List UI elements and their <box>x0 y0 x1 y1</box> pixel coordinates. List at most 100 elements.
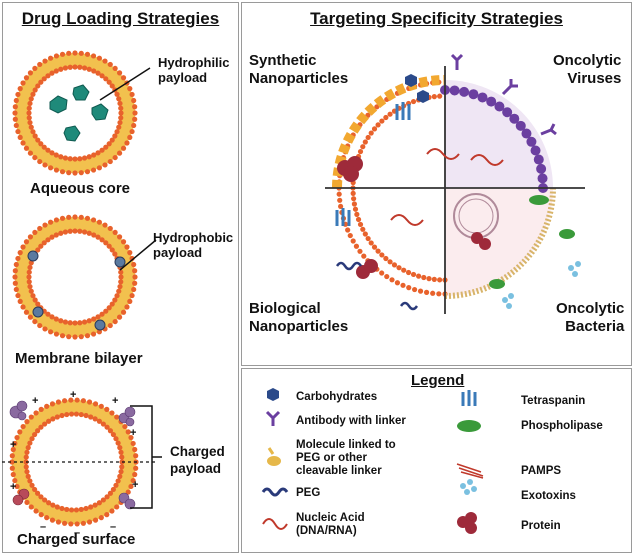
lipid-head <box>102 58 108 64</box>
lipid-head <box>67 156 73 162</box>
lipid-head <box>55 399 62 405</box>
lipid-head <box>68 397 74 403</box>
lipid-head <box>34 428 41 434</box>
lipid-head <box>73 507 80 513</box>
lipid-head <box>17 429 23 435</box>
lipid-head <box>72 320 78 326</box>
lipid-head <box>118 269 124 275</box>
antibody-icon <box>265 410 281 426</box>
capsid-bead <box>533 154 544 165</box>
lipid-head <box>78 411 84 418</box>
lipid-head <box>33 410 39 416</box>
hydrophilic-label: Hydrophilic payload <box>158 55 230 85</box>
lipid-head <box>58 66 64 72</box>
lipid-head <box>62 229 69 235</box>
exotoxins-icon <box>460 479 477 495</box>
lipid-head <box>12 104 18 110</box>
capsid-bead <box>459 86 470 97</box>
lipid-head <box>81 155 88 161</box>
lipid-head <box>53 167 60 173</box>
lipid-head <box>109 508 115 514</box>
lipid-head <box>32 318 38 325</box>
lipid-head <box>49 401 56 407</box>
lipid-head <box>103 308 109 314</box>
lipid-head <box>131 261 137 268</box>
lipid-head <box>132 116 138 122</box>
lipid-head <box>106 305 112 311</box>
lipid-head <box>15 292 21 299</box>
dna-icon <box>390 148 504 226</box>
hydrophobic-payload-icon <box>27 250 126 331</box>
peg-icon <box>261 487 289 497</box>
svg-text:+: + <box>132 479 138 491</box>
lipid-head <box>28 124 34 130</box>
lipid-head <box>106 141 112 147</box>
legend-item-protein: Protein <box>521 520 561 532</box>
lipid-head <box>410 271 417 278</box>
lipid-head <box>42 421 48 427</box>
lipid-head <box>127 134 133 140</box>
lipid-head <box>86 230 92 236</box>
lipid-head <box>29 482 35 488</box>
lipid-head <box>347 232 353 239</box>
lipid-head <box>84 169 91 175</box>
lipid-head <box>119 454 125 460</box>
lipid-head <box>13 122 19 129</box>
lipid-head <box>131 122 137 129</box>
lipid-head <box>32 229 38 236</box>
lipid-head <box>431 276 437 282</box>
lipid-head <box>115 478 121 484</box>
lipid-head <box>125 489 131 495</box>
tetraspanin-icon <box>335 102 411 226</box>
lipid-head <box>27 478 33 484</box>
lipid-head <box>118 105 124 111</box>
targeting-diagram <box>325 53 585 314</box>
lipid-head <box>120 75 127 81</box>
lipid-head <box>78 506 84 513</box>
lipid-head <box>27 314 34 320</box>
membrane-bilayer-liposome <box>12 214 138 340</box>
lipid-head <box>430 290 436 296</box>
legend-item-phospholipase: Phospholipase <box>521 420 603 432</box>
charged-protein-icon <box>9 400 136 510</box>
lipid-head <box>351 201 357 207</box>
lipid-head <box>132 268 138 274</box>
lipid-head <box>72 50 78 56</box>
lipid-head <box>337 197 343 203</box>
lipid-head <box>91 68 97 74</box>
lipid-head <box>12 116 18 122</box>
lipid-head <box>35 137 41 143</box>
lipid-head <box>389 277 395 283</box>
lipid-head <box>27 264 33 271</box>
lipid-head <box>387 111 393 117</box>
lipid-head <box>59 333 66 339</box>
lipid-head <box>129 292 135 299</box>
lipid-head <box>130 440 136 447</box>
lipid-head <box>32 297 38 303</box>
lipid-head <box>42 497 48 503</box>
lipid-head <box>117 283 123 290</box>
lipid-head <box>12 274 18 280</box>
lipid-head <box>15 91 21 98</box>
lipid-head <box>84 215 91 221</box>
lipid-head <box>67 228 73 234</box>
lipid-head <box>9 465 15 471</box>
legend-icons <box>261 388 484 534</box>
lipid-head <box>29 436 35 442</box>
lipid-head <box>396 265 402 271</box>
lipid-head <box>35 247 41 253</box>
lipid-head <box>81 229 88 235</box>
protein-icon <box>457 512 477 534</box>
lipid-head <box>116 70 123 76</box>
lipid-head <box>78 50 84 56</box>
lipid-head <box>38 79 44 85</box>
lipid-head <box>59 412 65 419</box>
lipid-head <box>84 51 91 57</box>
aqueous-core-liposome <box>12 50 138 176</box>
lipid-head <box>360 144 366 150</box>
lipid-head <box>23 454 29 460</box>
lipid-head <box>88 414 94 420</box>
lipid-head <box>90 53 97 59</box>
capsid-bead <box>449 85 460 96</box>
lipid-head <box>49 70 55 76</box>
